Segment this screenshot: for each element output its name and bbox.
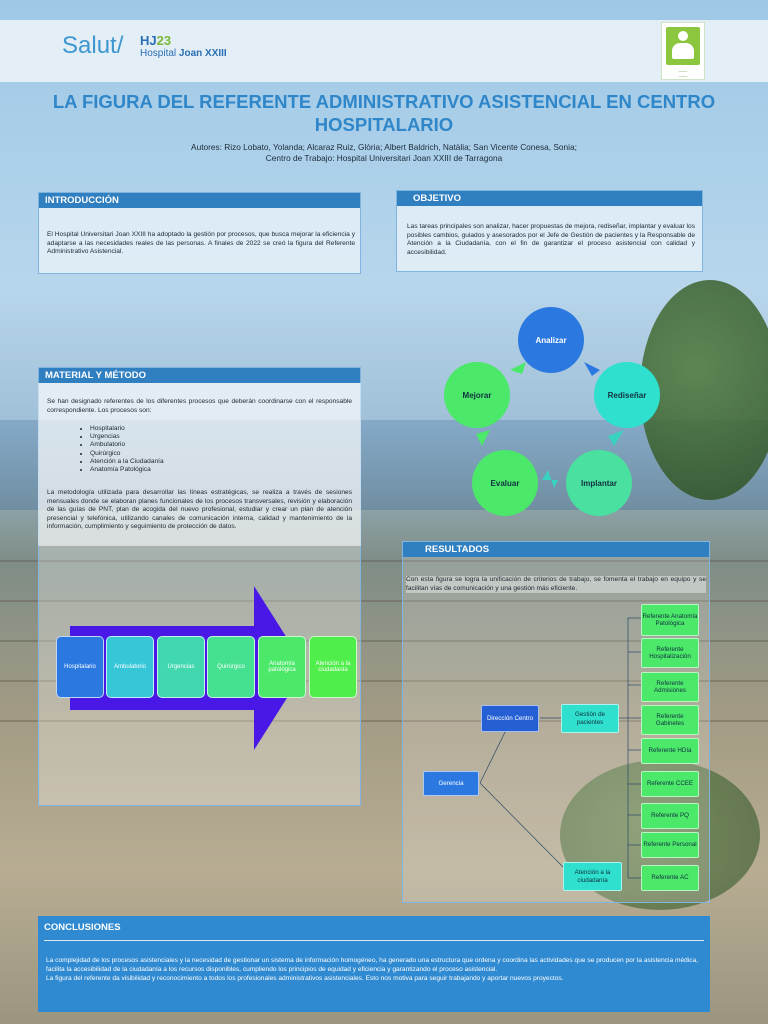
background-tier <box>0 680 768 682</box>
introduccion-text: El Hospital Universitari Joan XXIII ha a… <box>47 231 355 256</box>
institution-emblem-icon: ────── <box>661 22 705 80</box>
org-box-gestion: Gestión de pacientes <box>561 704 619 733</box>
org-box-referente-ac: Referente AC <box>641 865 699 891</box>
arrow-implantar-evaluar <box>542 470 558 488</box>
process-bullet-list: Hospitalario Urgencias Ambulatorio Quirú… <box>80 425 340 474</box>
list-item: Urgencias <box>90 433 340 441</box>
cycle-node-redisenar: Rediseñar <box>594 362 660 428</box>
introduccion-heading: INTRODUCCIÓN <box>39 193 360 208</box>
introduccion-panel: INTRODUCCIÓN El Hospital Universitari Jo… <box>38 192 361 274</box>
org-box-referente-hospitalizacion: Referente Hospitalización <box>641 638 699 668</box>
org-box-referente-gabinetes: Referente Gabinetes <box>641 705 699 735</box>
process-box-atencion: Atención a la ciudadanía <box>309 636 357 698</box>
authors: Autores: Rizo Lobato, Yolanda; Alcaraz R… <box>191 142 577 163</box>
objetivo-heading: OBJETIVO <box>397 191 702 206</box>
cycle-node-analizar: Analizar <box>518 307 584 373</box>
org-box-referente-hdia: Referente HDía <box>641 738 699 764</box>
list-item: Ambulatorio <box>90 441 340 449</box>
arrow-evaluar-mejorar <box>476 430 490 446</box>
list-item: Anatomía Patológica <box>90 466 340 474</box>
cycle-arrows <box>476 362 624 488</box>
list-item: Atención a la Ciudadanía <box>90 458 340 466</box>
list-item: Hospitalario <box>90 425 340 433</box>
arrow-redisenar-implantar <box>608 430 624 446</box>
org-box-referente-anatomia: Referente Anatomía Patológica <box>641 604 699 636</box>
resultados-text: Con esta figura se logra la unificación … <box>406 576 706 594</box>
material-heading: MATERIAL Y MÉTODO <box>39 368 360 383</box>
background-tier <box>0 640 768 642</box>
objetivo-panel: OBJETIVO Las tareas principales son anal… <box>396 190 703 272</box>
salut-logo: Salut/ <box>62 32 124 59</box>
objetivo-text: Las tareas principales son analizar, hac… <box>407 223 695 256</box>
process-box-anatomia: Anatomía patológica <box>258 636 306 698</box>
org-box-referente-pq: Referente PQ <box>641 803 699 829</box>
arrow-mejorar-analizar <box>510 362 526 374</box>
process-box-ambulatorio: Ambulatorio <box>106 636 154 698</box>
material-intro: Se han designado referentes de los difer… <box>47 398 352 414</box>
process-box-quirurgico: Quirúrgico <box>207 636 255 698</box>
hj23-logo: HJ23 <box>140 33 172 48</box>
cycle-node-implantar: Implantar <box>566 450 632 516</box>
material-method: La metodología utilizada para desarrolla… <box>47 489 352 531</box>
background-tree <box>640 280 768 500</box>
org-box-gerencia: Gerencia <box>423 771 479 796</box>
resultados-heading: RESULTADOS <box>403 542 709 557</box>
org-box-referente-personal: Referente Personal <box>641 832 699 858</box>
org-box-atencion: Atención a la ciudadanía <box>563 862 622 891</box>
process-box-hospitalario: Hospitalario <box>56 636 104 698</box>
org-chart-connectors <box>479 617 642 879</box>
conclusiones-divider <box>44 940 704 941</box>
cycle-node-mejorar: Mejorar <box>444 362 510 428</box>
poster-title: LA FIGURA DEL REFERENTE ADMINISTRATIVO A… <box>52 91 716 135</box>
material-text-area <box>38 383 361 546</box>
background-tier <box>0 600 768 602</box>
org-box-referente-ccee: Referente CCEE <box>641 771 699 797</box>
cycle-node-evaluar: Evaluar <box>472 450 538 516</box>
conclusiones-text: La complejidad de los procesos asistenci… <box>46 957 699 982</box>
org-box-direccion: Dirección Centro <box>481 705 539 732</box>
conclusiones-heading: CONCLUSIONES <box>44 922 121 933</box>
arrow-analizar-redisenar <box>584 362 600 376</box>
header-bar: Salut/ HJ23 Hospital Joan XXIII ────── <box>0 20 768 82</box>
background-tier <box>0 560 768 562</box>
process-box-urgencias: Urgencias <box>157 636 205 698</box>
background-tier <box>0 720 768 722</box>
conclusiones-panel: CONCLUSIONES La complejidad de los proce… <box>38 916 710 1012</box>
org-box-referente-admisiones: Referente Admisiones <box>641 672 699 702</box>
hospital-logo-text: Hospital Joan XXIII <box>140 48 227 59</box>
list-item: Quirúrgico <box>90 450 340 458</box>
